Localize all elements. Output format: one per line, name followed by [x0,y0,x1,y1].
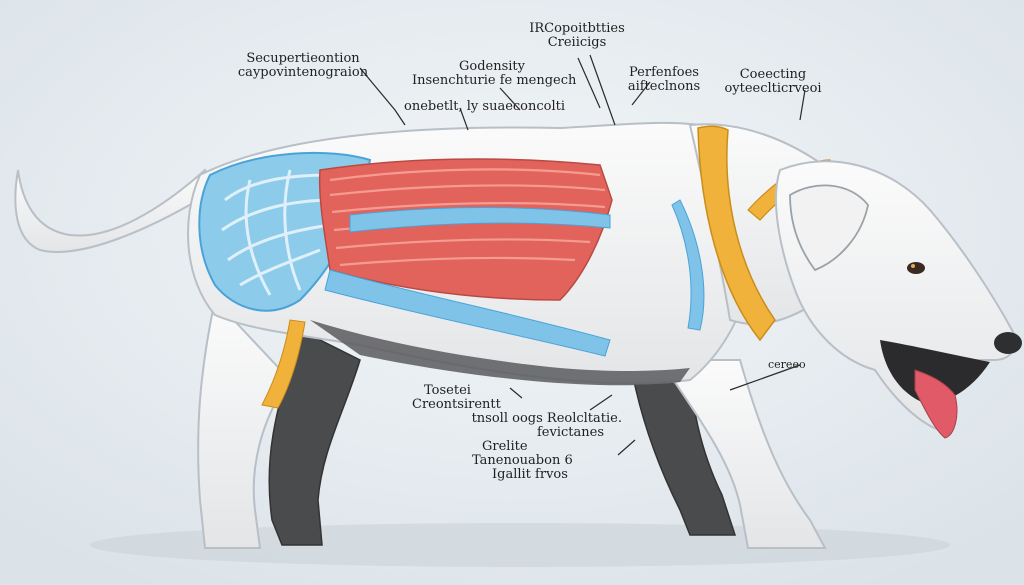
nose [994,332,1022,354]
label-back-text: onebetlt, ly suaeconcolti [404,99,566,114]
label-far-right-line1: Coeecting [739,67,807,82]
label-bottom-line5: Grelite [482,439,528,454]
leader-lines [359,54,806,456]
label-bottom-line2: Creontsirentt [412,397,501,412]
label-far-right-line2: oyteeclticrveoi [724,81,822,96]
shoulder-tendon [671,199,705,331]
tongue [914,369,958,439]
front-leg-left [658,359,827,549]
eye [907,262,925,274]
label-bottom-line4: fevictanes [537,425,604,440]
label-top-left-line1: Secupertieontion [246,51,360,66]
ear [789,184,869,272]
label-bottom-line6: Tanenouabon 6 [472,453,573,468]
eye-highlight [911,264,915,268]
label-far-right: Coeecting oyteeclticrveoi [718,68,828,96]
label-top-right-line2: aifteclnons [627,79,701,94]
belly-shadow [310,320,690,386]
label-chest-right: cereeo [768,358,806,372]
hind-leg-left [197,297,292,549]
label-top-right: Perfenfoes aifteclnons [614,66,714,94]
label-top-left: Secupertieontion caypovintenograion [228,52,378,80]
label-bottom-line1: Tosetei [424,383,471,398]
muscle-tendon-band [349,207,611,233]
label-top-mid-line1: Godensity [459,59,525,74]
label-top-center: IRCopoitbtties Creiicigs [512,22,642,50]
back-muscle [318,158,613,301]
label-bottom-line3: tnsoll oogs Reolcltatie. [471,411,622,426]
label-top-center-line2: Creiicigs [547,35,607,50]
hip-yellow-tendon [261,319,306,409]
tail [14,168,217,253]
mouth [880,340,990,405]
collar-front [697,125,776,342]
label-chest-right-text: cereeo [768,358,806,371]
label-top-mid-line2: Insenchturie fe mengech [412,73,577,88]
lower-tendon-band [324,269,611,357]
label-top-left-line2: caypovintenograion [237,65,369,80]
label-top-center-line1: IRCopoitbtties [529,21,625,36]
label-bottom-line7: Igallit frvos [492,467,568,482]
label-bottom: Tosetei Creontsirentt tnsoll oogs Reolcl… [412,384,622,482]
label-back: onebetlt, ly suaeconcolti [404,100,565,114]
label-top-right-line1: Perfenfoes [629,65,699,80]
label-top-mid: Godensity Insenchturie fe mengech [412,59,577,88]
